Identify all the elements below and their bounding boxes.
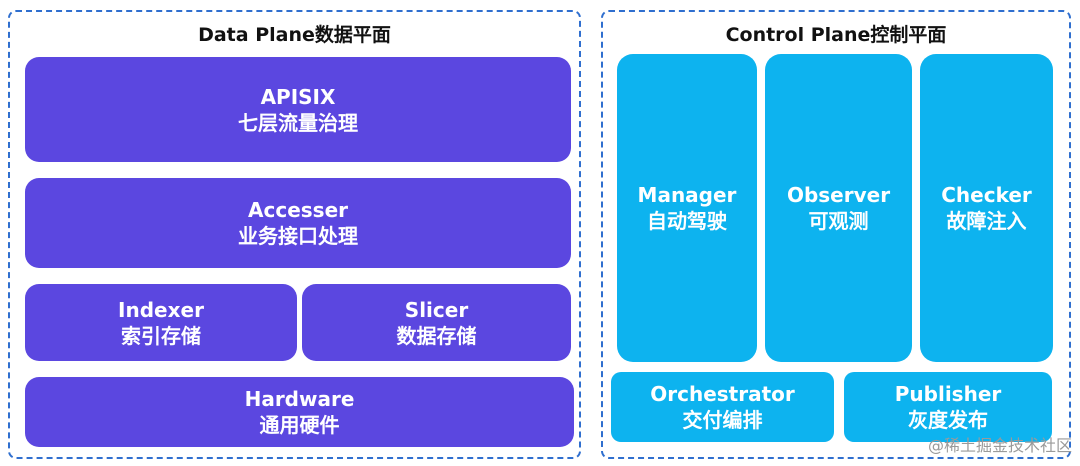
accesser-name: Accesser (248, 198, 348, 222)
control-plane-title: Control Plane控制平面 (725, 24, 947, 46)
data-plane-title: Data Plane数据平面 (198, 24, 391, 46)
publisher-desc: 灰度发布 (908, 408, 988, 432)
manager-desc: 自动驾驶 (647, 209, 727, 233)
orchestrator-desc: 交付编排 (682, 408, 763, 432)
slicer-desc: 数据存储 (396, 323, 477, 348)
slicer-box: Slicer 数据存储 (302, 284, 571, 361)
observer-box: Observer 可观测 (765, 54, 912, 362)
orchestrator-box: Orchestrator 交付编排 (611, 372, 834, 442)
hardware-box: Hardware 通用硬件 (25, 377, 574, 447)
apisix-box: APISIX 七层流量治理 (25, 57, 571, 162)
apisix-name: APISIX (260, 84, 336, 109)
accesser-box: Accesser 业务接口处理 (25, 178, 571, 268)
manager-name: Manager (637, 183, 737, 207)
accesser-desc: 业务接口处理 (238, 224, 358, 248)
observer-desc: 可观测 (808, 209, 869, 233)
manager-box: Manager 自动驾驶 (617, 54, 757, 362)
publisher-name: Publisher (894, 382, 1002, 406)
hardware-desc: 通用硬件 (259, 413, 340, 437)
orchestrator-name: Orchestrator (650, 382, 795, 406)
checker-desc: 故障注入 (946, 209, 1027, 233)
hardware-name: Hardware (244, 387, 355, 411)
indexer-name: Indexer (118, 297, 204, 322)
indexer-box: Indexer 索引存储 (25, 284, 297, 361)
checker-name: Checker (941, 183, 1032, 207)
checker-box: Checker 故障注入 (920, 54, 1053, 362)
slicer-name: Slicer (404, 297, 469, 322)
control-plane-panel: Control Plane控制平面 Manager 自动驾驶 Observer … (601, 10, 1071, 459)
publisher-box: Publisher 灰度发布 (844, 372, 1052, 442)
data-plane-panel: Data Plane数据平面 APISIX 七层流量治理 Accesser 业务… (8, 10, 581, 459)
watermark-text: @稀土掘金技术社区 (927, 436, 1072, 455)
observer-name: Observer (786, 183, 891, 207)
indexer-desc: 索引存储 (121, 323, 201, 348)
apisix-desc: 七层流量治理 (238, 110, 358, 135)
